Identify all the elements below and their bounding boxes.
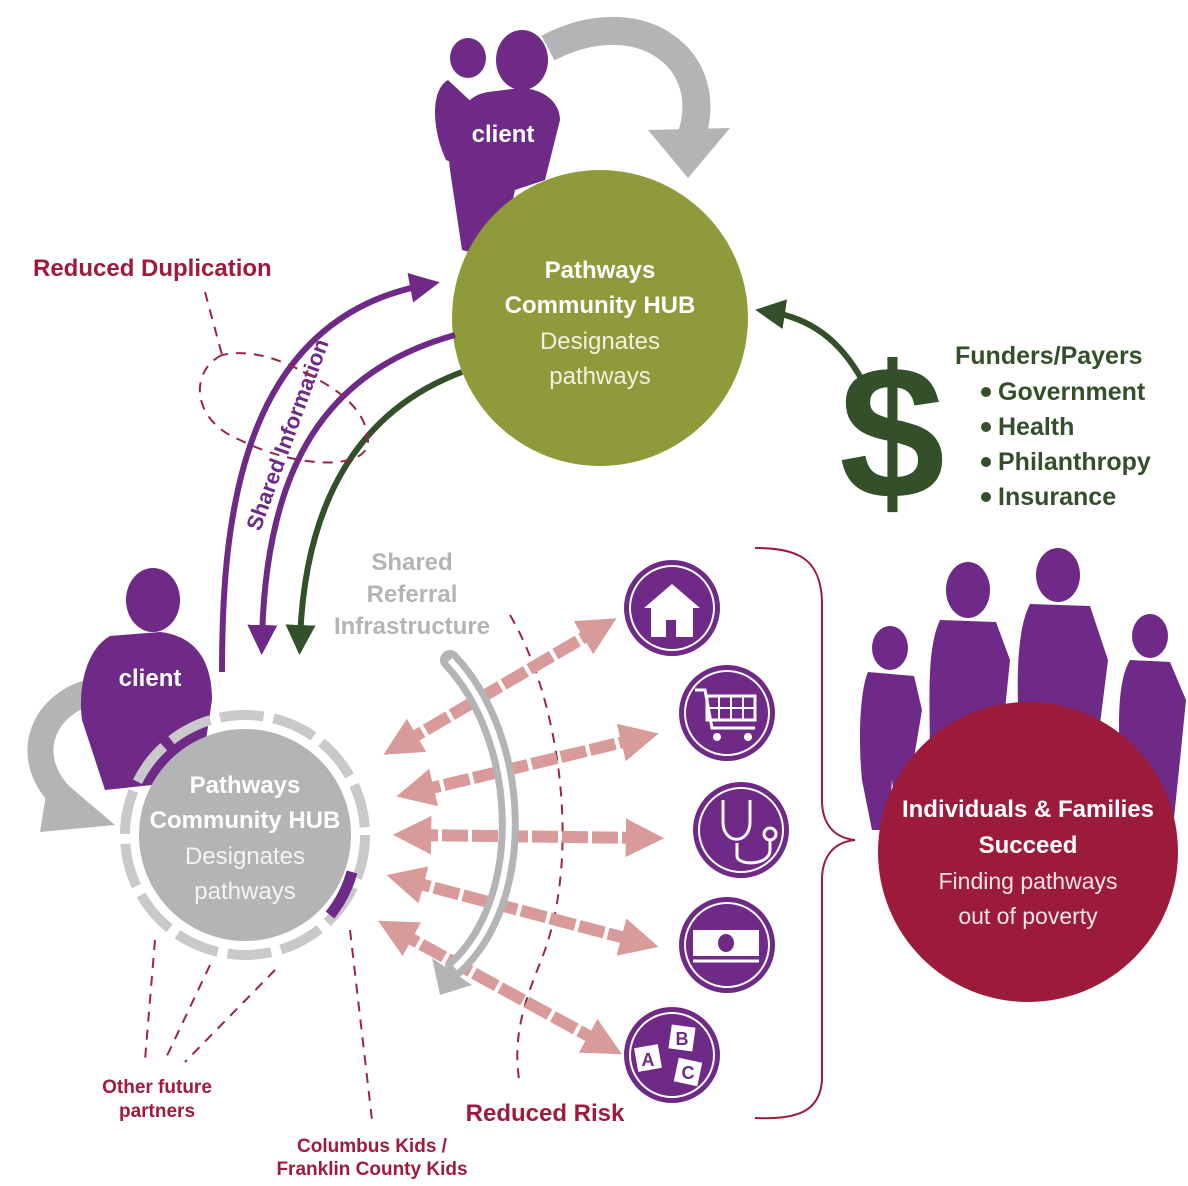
reduced-risk-label: Reduced Risk — [466, 1100, 625, 1127]
referral-curve-arrow — [432, 650, 519, 995]
top-client-silhouette — [435, 30, 560, 260]
funders-title: Funders/Payers — [955, 342, 1143, 370]
bottom-hub-ring — [120, 710, 370, 960]
funder-item: Philanthropy — [998, 448, 1151, 476]
funder-item: Health — [998, 413, 1074, 441]
bullet-icon — [981, 387, 991, 397]
house-icon — [624, 560, 720, 656]
shared-referral-label-2: Referral — [367, 581, 458, 608]
bottom-cycle-arrow — [27, 677, 115, 832]
top-client-label: client — [472, 121, 535, 148]
shopping-cart-icon — [679, 665, 775, 761]
funders-arrow — [755, 299, 865, 382]
columbus-label-1: Columbus Kids / — [297, 1136, 448, 1157]
top-hub-title-1: Pathways — [545, 257, 656, 284]
bottom-hub-title-2: Community HUB — [150, 807, 341, 834]
bottom-hub-title-1: Pathways — [190, 772, 301, 799]
bottom-hub-circle — [139, 729, 351, 941]
bottom-hub-desc-2: pathways — [194, 878, 295, 905]
abc-blocks-icon: A B C — [624, 1007, 720, 1103]
reduced-duplication-dashes — [198, 291, 370, 464]
referral-arrows — [378, 618, 665, 1055]
success-title-1: Individuals & Families — [902, 796, 1154, 823]
reduced-duplication-label: Reduced Duplication — [33, 255, 272, 282]
top-hub-circle — [452, 170, 748, 466]
partner-dashes — [144, 929, 373, 1121]
funders-list: Government Health Philanthropy Insurance — [981, 378, 1151, 511]
stethoscope-icon — [693, 782, 789, 878]
bottom-client-label: client — [119, 665, 182, 692]
columbus-label-2: Franklin County Kids — [276, 1159, 467, 1180]
shared-referral-label-3: Infrastructure — [334, 613, 490, 640]
svg-text:B: B — [676, 1029, 689, 1049]
success-circle — [878, 702, 1178, 1002]
bracket — [754, 547, 856, 1120]
bullet-icon — [981, 422, 991, 432]
shared-referral-label-1: Shared — [371, 549, 452, 576]
top-cycle-arrow — [541, 17, 730, 178]
success-desc-2: out of poverty — [958, 903, 1098, 929]
top-hub-title-2: Community HUB — [505, 292, 696, 319]
dollar-icon: $ — [839, 327, 945, 539]
other-partners-label-2: partners — [119, 1101, 195, 1122]
top-hub-desc-1: Designates — [540, 328, 660, 355]
bottom-client-silhouette — [80, 568, 213, 790]
success-title-2: Succeed — [979, 832, 1078, 859]
svg-text:A: A — [642, 1050, 655, 1070]
money-icon — [679, 897, 775, 993]
other-partners-label-1: Other future — [102, 1077, 212, 1098]
bullet-icon — [981, 492, 991, 502]
bottom-hub-desc-1: Designates — [185, 843, 305, 870]
shared-information-arrows — [219, 273, 464, 673]
top-hub-desc-2: pathways — [549, 363, 650, 390]
bullet-icon — [981, 457, 991, 467]
funder-item: Insurance — [998, 483, 1116, 511]
success-desc-1: Finding pathways — [939, 868, 1118, 894]
svg-text:C: C — [682, 1063, 695, 1083]
funder-item: Government — [998, 378, 1146, 406]
